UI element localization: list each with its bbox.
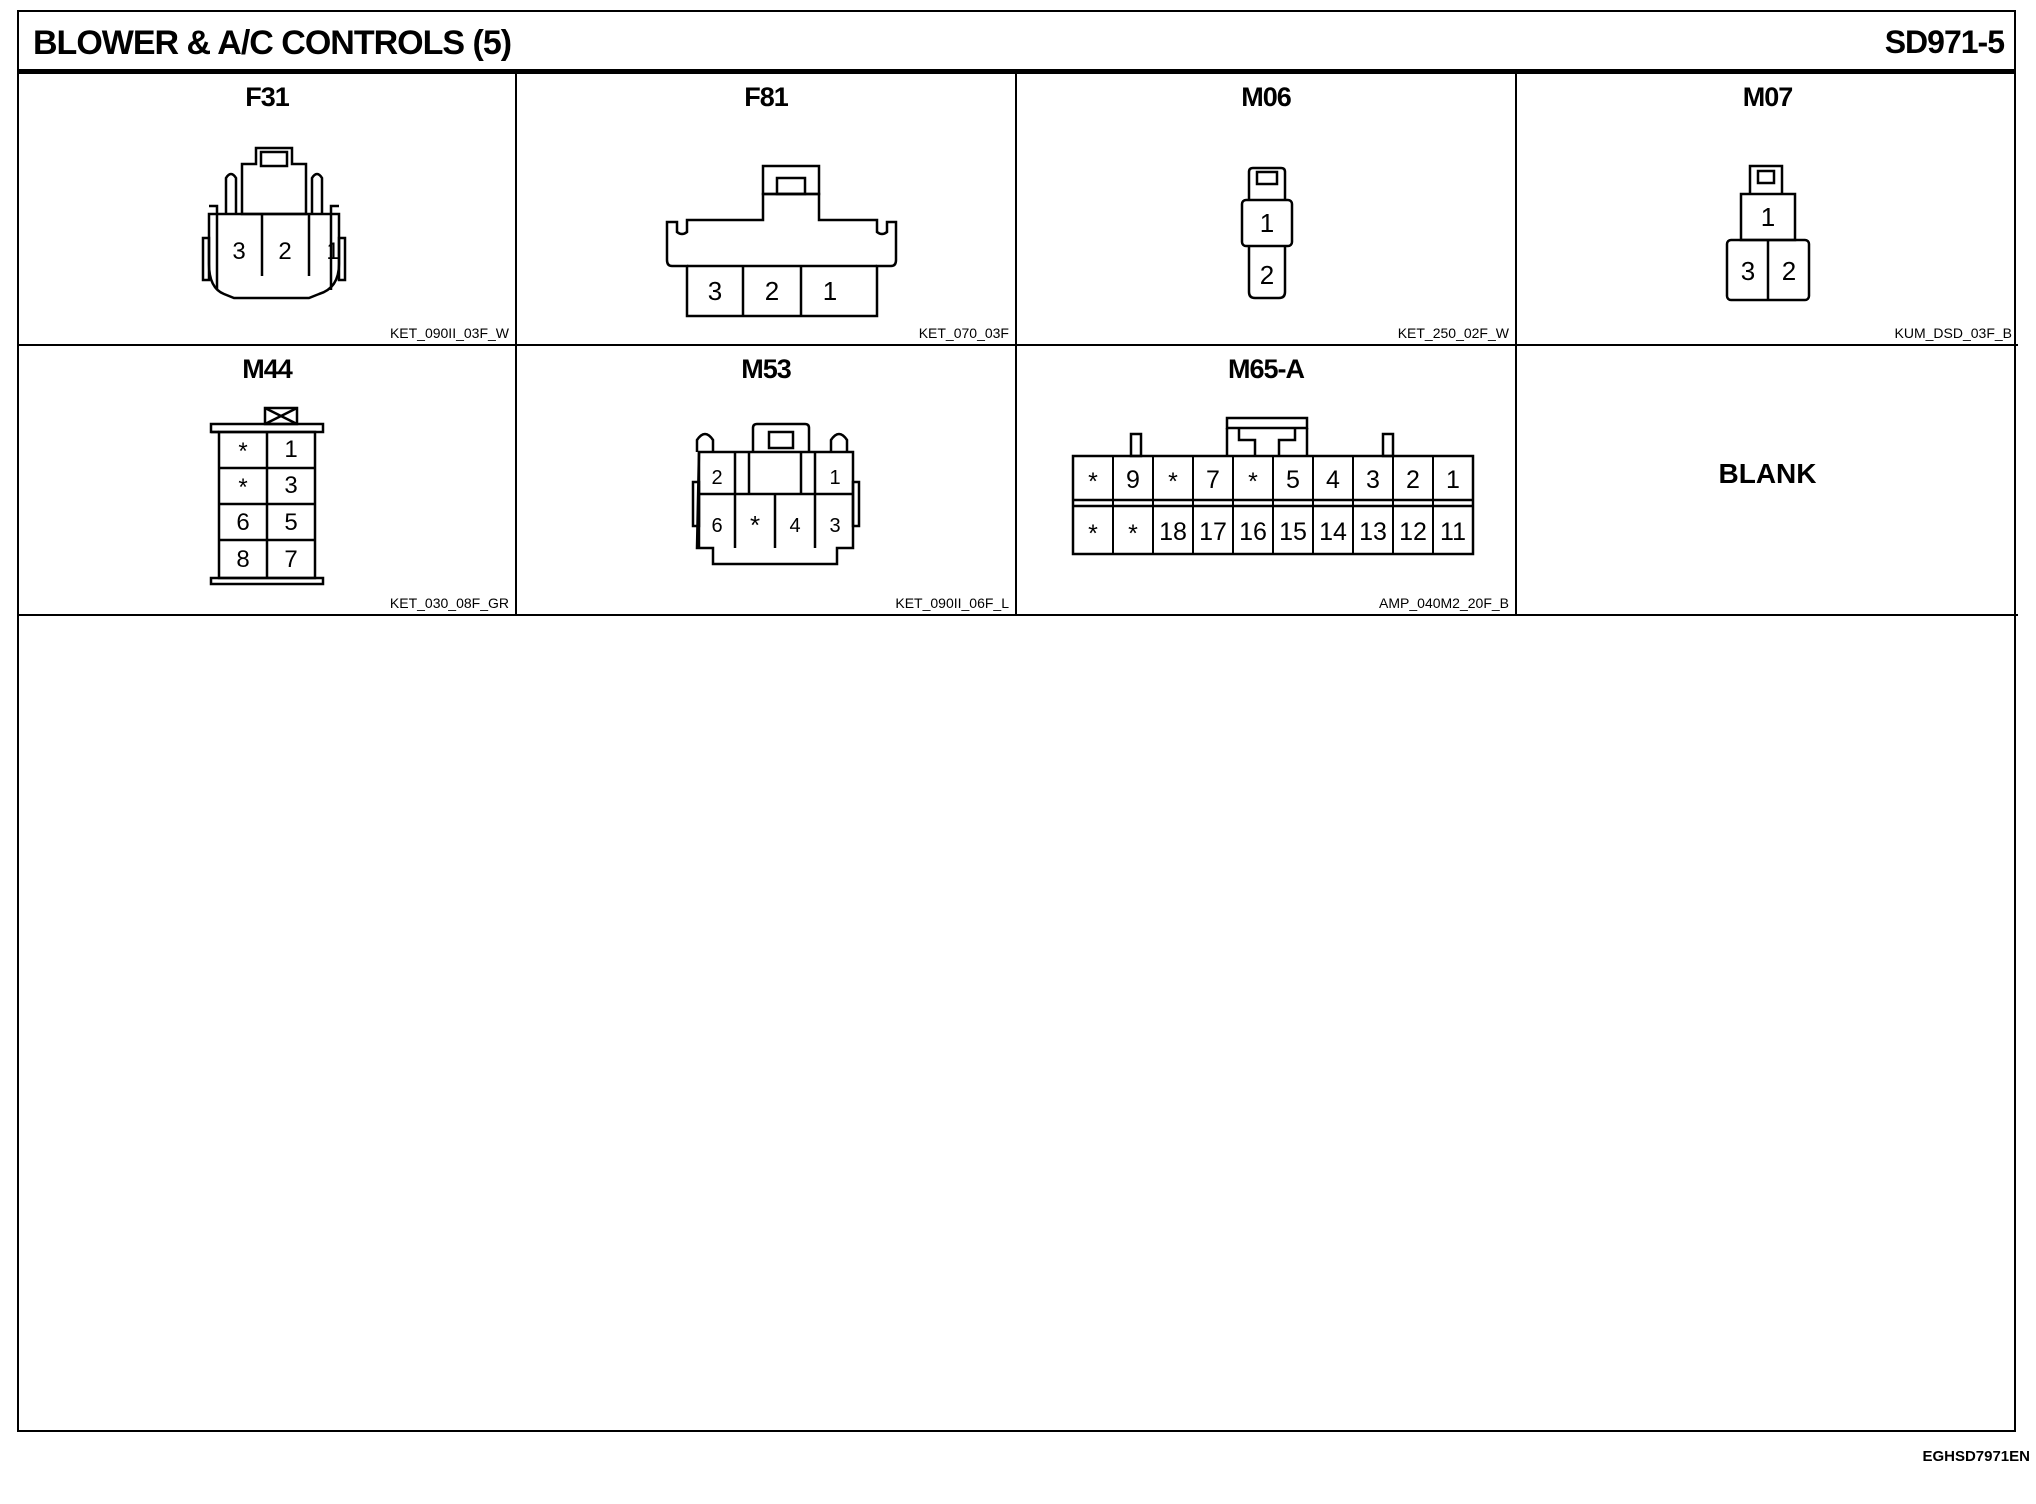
connector-name: M44 — [242, 354, 293, 384]
connector-cell-m65a: M65-A — [1017, 346, 1517, 616]
pin-label: 2 — [278, 238, 291, 265]
connector-part-code: KET_090II_06F_L — [895, 595, 1009, 611]
connector-grid: F31 3 — [19, 74, 2018, 616]
pin-label: 1 — [1761, 202, 1775, 232]
pin-label: 3 — [1741, 256, 1755, 286]
connector-name: M53 — [741, 354, 792, 384]
pin-label: 1 — [1446, 466, 1460, 494]
pin-label: 3 — [1366, 466, 1380, 494]
connector-m65a-drawing: * 9 * 7 * 5 4 3 2 1 * * 18 17 16 15 14 — [1071, 416, 1475, 556]
connector-cell-m06: M06 1 2 KET_250_02F_W — [1017, 74, 1517, 346]
pin-label: 18 — [1159, 518, 1187, 546]
header-bar: BLOWER & A/C CONTROLS (5) SD971-5 — [19, 12, 2014, 74]
connector-part-code: KET_030_08F_GR — [389, 595, 509, 611]
pin-label: * — [238, 438, 247, 465]
pin-label: 4 — [789, 515, 800, 537]
pin-label: 3 — [829, 515, 840, 537]
pin-label: * — [1168, 468, 1178, 496]
connector-cell-m07: M07 1 3 2 KUM_DSD_03F_B — [1517, 74, 2018, 346]
pin-label: 17 — [1199, 518, 1227, 546]
pin-label: 1 — [823, 276, 837, 306]
pin-label: * — [1088, 520, 1098, 548]
pin-label: 1 — [326, 238, 339, 265]
pin-label: 2 — [1260, 260, 1274, 290]
pin-label: 3 — [708, 276, 722, 306]
connector-cell-f81: F81 3 2 1 KET_070_03F — [517, 74, 1017, 346]
pin-label: 4 — [1326, 466, 1340, 494]
pin-label: 1 — [829, 467, 840, 489]
pin-label: 5 — [1286, 466, 1300, 494]
connector-part-code: KET_250_02F_W — [1397, 325, 1509, 341]
connector-cell-f31: F31 3 — [19, 74, 517, 346]
page-title: BLOWER & A/C CONTROLS (5) — [33, 24, 512, 62]
pin-label: 6 — [711, 515, 722, 537]
connector-name: F31 — [245, 82, 290, 112]
connector-m44-drawing: * 1 * 3 6 5 8 7 — [209, 406, 325, 586]
pin-label: 2 — [1406, 466, 1420, 494]
connector-part-code: KET_090II_03F_W — [389, 325, 509, 341]
pin-label: 13 — [1359, 518, 1387, 546]
connector-name: M65-A — [1227, 354, 1305, 384]
pin-label: 2 — [1782, 256, 1796, 286]
connector-cell-m44: M44 * 1 * — [19, 346, 517, 616]
pin-label: 1 — [1260, 208, 1274, 238]
connector-name: M07 — [1742, 82, 1794, 112]
pin-label: 15 — [1279, 518, 1307, 546]
pin-label: 6 — [236, 509, 249, 536]
connector-part-code: KET_070_03F — [918, 325, 1009, 341]
pin-label: 14 — [1319, 518, 1347, 546]
pin-label: 3 — [284, 472, 297, 499]
pin-label: 2 — [765, 276, 779, 306]
connector-f31-drawing: 3 2 1 — [201, 146, 347, 300]
connector-m07-drawing: 1 3 2 — [1725, 164, 1811, 302]
pin-label: 7 — [1206, 466, 1220, 494]
pin-label: 1 — [284, 436, 297, 463]
pin-label: 3 — [232, 238, 245, 265]
sheet-code: SD971-5 — [1884, 24, 2005, 60]
connector-part-code: KUM_DSD_03F_B — [1894, 325, 2013, 341]
connector-f81-drawing: 3 2 1 — [665, 164, 898, 318]
connector-m06-drawing: 1 2 — [1240, 166, 1294, 300]
pin-label: 9 — [1126, 466, 1140, 494]
diagram-sheet: BLOWER & A/C CONTROLS (5) SD971-5 F31 — [17, 10, 2018, 1432]
pin-label: * — [1128, 520, 1138, 548]
pin-label: 2 — [711, 467, 722, 489]
pin-label: 11 — [1440, 518, 1466, 546]
pin-label: * — [750, 510, 760, 540]
pin-label: 16 — [1239, 518, 1267, 546]
footer-code: EGHSD7971EN — [1922, 1448, 2030, 1465]
connector-cell-m53: M53 — [517, 346, 1017, 616]
pin-label: 12 — [1399, 518, 1427, 546]
pin-label: 7 — [284, 546, 297, 573]
connector-name: F81 — [744, 82, 789, 112]
pin-label: 8 — [236, 546, 249, 573]
connector-cell-blank: BLANK — [1517, 346, 2018, 616]
blank-label: BLANK — [1718, 458, 1817, 489]
connector-name: M06 — [1241, 82, 1292, 112]
pin-label: * — [238, 474, 247, 501]
m65a-pin-dividers — [1112, 456, 1434, 554]
connector-m53-drawing: 2 1 6 * 4 3 — [691, 422, 861, 566]
connector-part-code: AMP_040M2_20F_B — [1379, 595, 1509, 611]
pin-label: 5 — [284, 509, 297, 536]
pin-label: * — [1088, 468, 1098, 496]
pin-label: * — [1248, 468, 1258, 496]
